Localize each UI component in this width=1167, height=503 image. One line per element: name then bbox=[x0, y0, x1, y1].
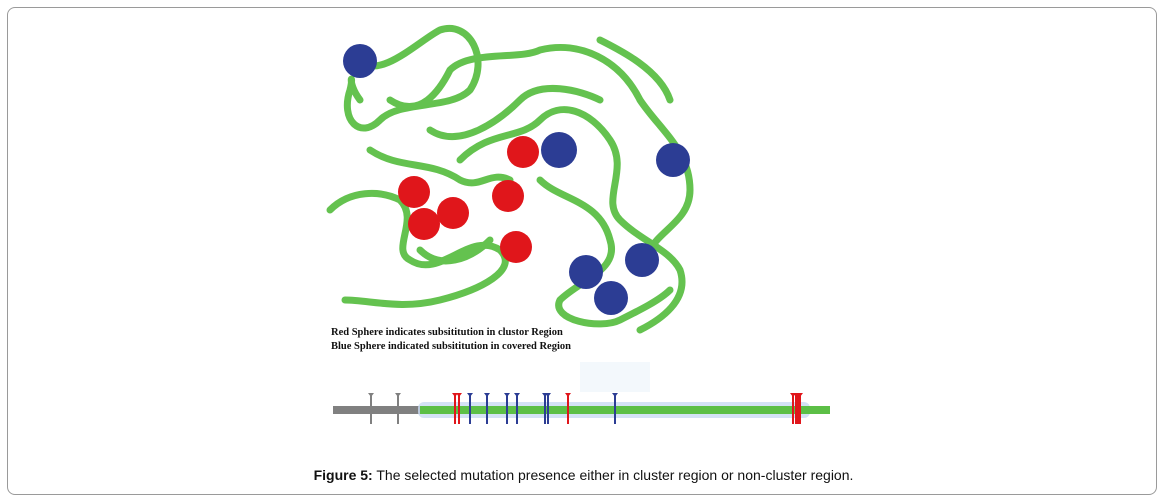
red-spheres bbox=[398, 136, 539, 263]
mutation-marker-head bbox=[484, 393, 490, 397]
red-sphere bbox=[437, 197, 469, 229]
non-cluster-segment bbox=[333, 406, 423, 414]
blue-sphere bbox=[569, 255, 603, 289]
caption-label: Figure 5: bbox=[313, 467, 373, 483]
red-sphere bbox=[492, 180, 524, 212]
figure-caption: Figure 5: The selected mutation presence… bbox=[0, 467, 1167, 483]
blue-sphere bbox=[343, 44, 377, 78]
blue-spheres bbox=[343, 44, 690, 315]
blue-sphere bbox=[541, 132, 577, 168]
mutation-marker-head bbox=[504, 393, 510, 397]
figure-frame bbox=[7, 7, 1157, 495]
mutation-marker-head bbox=[395, 393, 401, 397]
mutation-markers bbox=[368, 393, 803, 424]
mutation-marker-head bbox=[797, 393, 803, 397]
caption-text: The selected mutation presence either in… bbox=[372, 467, 854, 483]
mutation-marker-head bbox=[514, 393, 520, 397]
red-sphere bbox=[500, 231, 532, 263]
mutation-marker-head bbox=[612, 393, 618, 397]
sequence-track bbox=[333, 362, 830, 418]
red-sphere bbox=[507, 136, 539, 168]
mutation-marker-head bbox=[565, 393, 571, 397]
blue-sphere bbox=[625, 243, 659, 277]
protein-segment bbox=[420, 406, 830, 414]
blue-sphere bbox=[594, 281, 628, 315]
mutation-marker-head bbox=[452, 393, 458, 397]
sphere-legend: Red Sphere indicates subsititution in cl… bbox=[331, 326, 571, 354]
mutation-marker-head bbox=[456, 393, 462, 397]
mutation-marker-head bbox=[368, 393, 374, 397]
red-sphere bbox=[398, 176, 430, 208]
mutation-marker-head bbox=[467, 393, 473, 397]
protein-ribbon bbox=[326, 24, 694, 334]
red-sphere bbox=[408, 208, 440, 240]
mutation-marker-head bbox=[545, 393, 551, 397]
legend-blue: Blue Sphere indicated subsititution in c… bbox=[331, 341, 571, 352]
legend-red: Red Sphere indicates subsititution in cl… bbox=[331, 327, 563, 338]
blue-sphere bbox=[656, 143, 690, 177]
